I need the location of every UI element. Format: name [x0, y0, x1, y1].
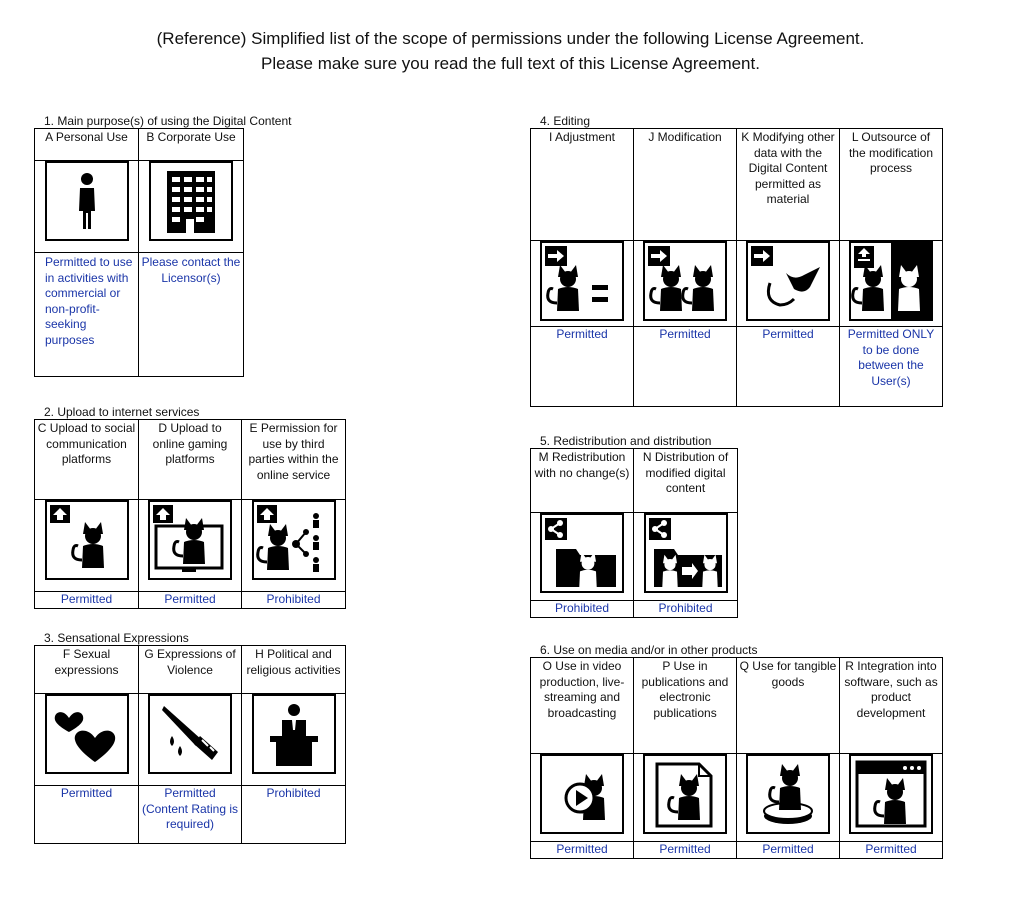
status-distribute-modified: Prohibited — [633, 600, 738, 618]
permission-table: C Upload to social communication platfor… — [34, 419, 346, 609]
section-sensational: 3. Sensational Expressions F Sexual expr… — [34, 631, 346, 844]
section-editing: 4. Editing I Adjustment J Modification K… — [530, 114, 943, 407]
podium-icon — [251, 694, 336, 774]
status-adjustment: Permitted — [530, 326, 634, 407]
label-adjustment: I Adjustment — [530, 128, 634, 241]
status-software: Permitted — [839, 841, 943, 859]
label-software: R Integration into software, such as pro… — [839, 657, 943, 754]
knife-icon — [148, 694, 232, 774]
label-third-party: E Permission for use by third parties wi… — [241, 419, 346, 500]
publication-icon — [643, 754, 727, 834]
label-outsource: L Outsource of the modification process — [839, 128, 943, 241]
section-media-products: 6. Use on media and/or in other products… — [530, 643, 943, 859]
status-publication: Permitted — [633, 841, 737, 859]
permission-table: M Redistribution with no change(s) N Dis… — [530, 448, 738, 618]
adjust-icon — [540, 241, 624, 321]
section-upload-internet: 2. Upload to internet services C Upload … — [34, 405, 346, 609]
status-video: Permitted — [530, 841, 634, 859]
status-violence: Permitted (Content Rating is required) — [138, 785, 242, 844]
status-material: Permitted — [736, 326, 840, 407]
status-social-upload: Permitted — [34, 591, 139, 609]
header-line-2: Please make sure you read the full text … — [261, 54, 760, 73]
section-title: 1. Main purpose(s) of using the Digital … — [44, 114, 292, 128]
label-material: K Modifying other data with the Digital … — [736, 128, 840, 241]
section-title: 2. Upload to internet services — [44, 405, 200, 419]
status-outsource: Permitted ONLY to be done between the Us… — [839, 326, 943, 407]
header-line-1: (Reference) Simplified list of the scope… — [156, 29, 865, 48]
hearts-icon — [44, 694, 129, 774]
label-goods: Q Use for tangible goods — [736, 657, 840, 754]
label-modification: J Modification — [633, 128, 737, 241]
permission-table: I Adjustment J Modification K Modifying … — [530, 128, 943, 407]
outsource-icon — [849, 241, 933, 321]
status-goods: Permitted — [736, 841, 840, 859]
label-social-upload: C Upload to social communication platfor… — [34, 419, 139, 500]
goods-icon — [746, 754, 830, 834]
share-third-party-icon — [251, 500, 336, 580]
social-upload-icon — [44, 500, 129, 580]
status-redistribute: Prohibited — [530, 600, 634, 618]
status-modification: Permitted — [633, 326, 737, 407]
game-upload-icon — [148, 500, 232, 580]
permission-table: O Use in video production, live-streamin… — [530, 657, 943, 859]
status-sexual: Permitted — [34, 785, 139, 844]
permission-table: A Personal Use B Corporate Use Permitted… — [34, 128, 244, 377]
section-main-purpose: 1. Main purpose(s) of using the Digital … — [34, 114, 291, 377]
software-icon — [849, 754, 933, 834]
label-personal-use: A Personal Use — [34, 128, 139, 161]
status-political: Prohibited — [241, 785, 346, 844]
page-header: (Reference) Simplified list of the scope… — [0, 26, 1021, 76]
material-icon — [746, 241, 830, 321]
status-third-party: Prohibited — [241, 591, 346, 609]
label-political: H Political and religious activities — [241, 645, 346, 694]
building-icon — [149, 161, 233, 241]
person-icon — [44, 161, 129, 241]
status-game-upload: Permitted — [138, 591, 242, 609]
label-publication: P Use in publications and electronic pub… — [633, 657, 737, 754]
label-corporate-use: B Corporate Use — [138, 128, 244, 161]
label-video: O Use in video production, live-streamin… — [530, 657, 634, 754]
modify-icon — [643, 241, 727, 321]
status-corporate-use: Please contact the Licensor(s) — [138, 252, 244, 377]
section-title: 5. Redistribution and distribution — [540, 434, 712, 448]
label-redistribute: M Redistribution with no change(s) — [530, 448, 634, 513]
redistribute-icon — [540, 513, 624, 593]
section-title: 4. Editing — [540, 114, 591, 128]
section-redistribution: 5. Redistribution and distribution M Red… — [530, 434, 738, 618]
permission-table: F Sexual expressions G Expressions of Vi… — [34, 645, 346, 844]
label-violence: G Expressions of Violence — [138, 645, 242, 694]
status-personal-use: Permitted to use in activities with comm… — [34, 252, 139, 377]
distribute-modified-icon — [643, 513, 728, 593]
label-sexual: F Sexual expressions — [34, 645, 139, 694]
label-game-upload: D Upload to online gaming platforms — [138, 419, 242, 500]
label-distribute-modified: N Distribution of modified digital conte… — [633, 448, 738, 513]
section-title: 3. Sensational Expressions — [44, 631, 189, 645]
video-icon — [540, 754, 624, 834]
section-title: 6. Use on media and/or in other products — [540, 643, 758, 657]
